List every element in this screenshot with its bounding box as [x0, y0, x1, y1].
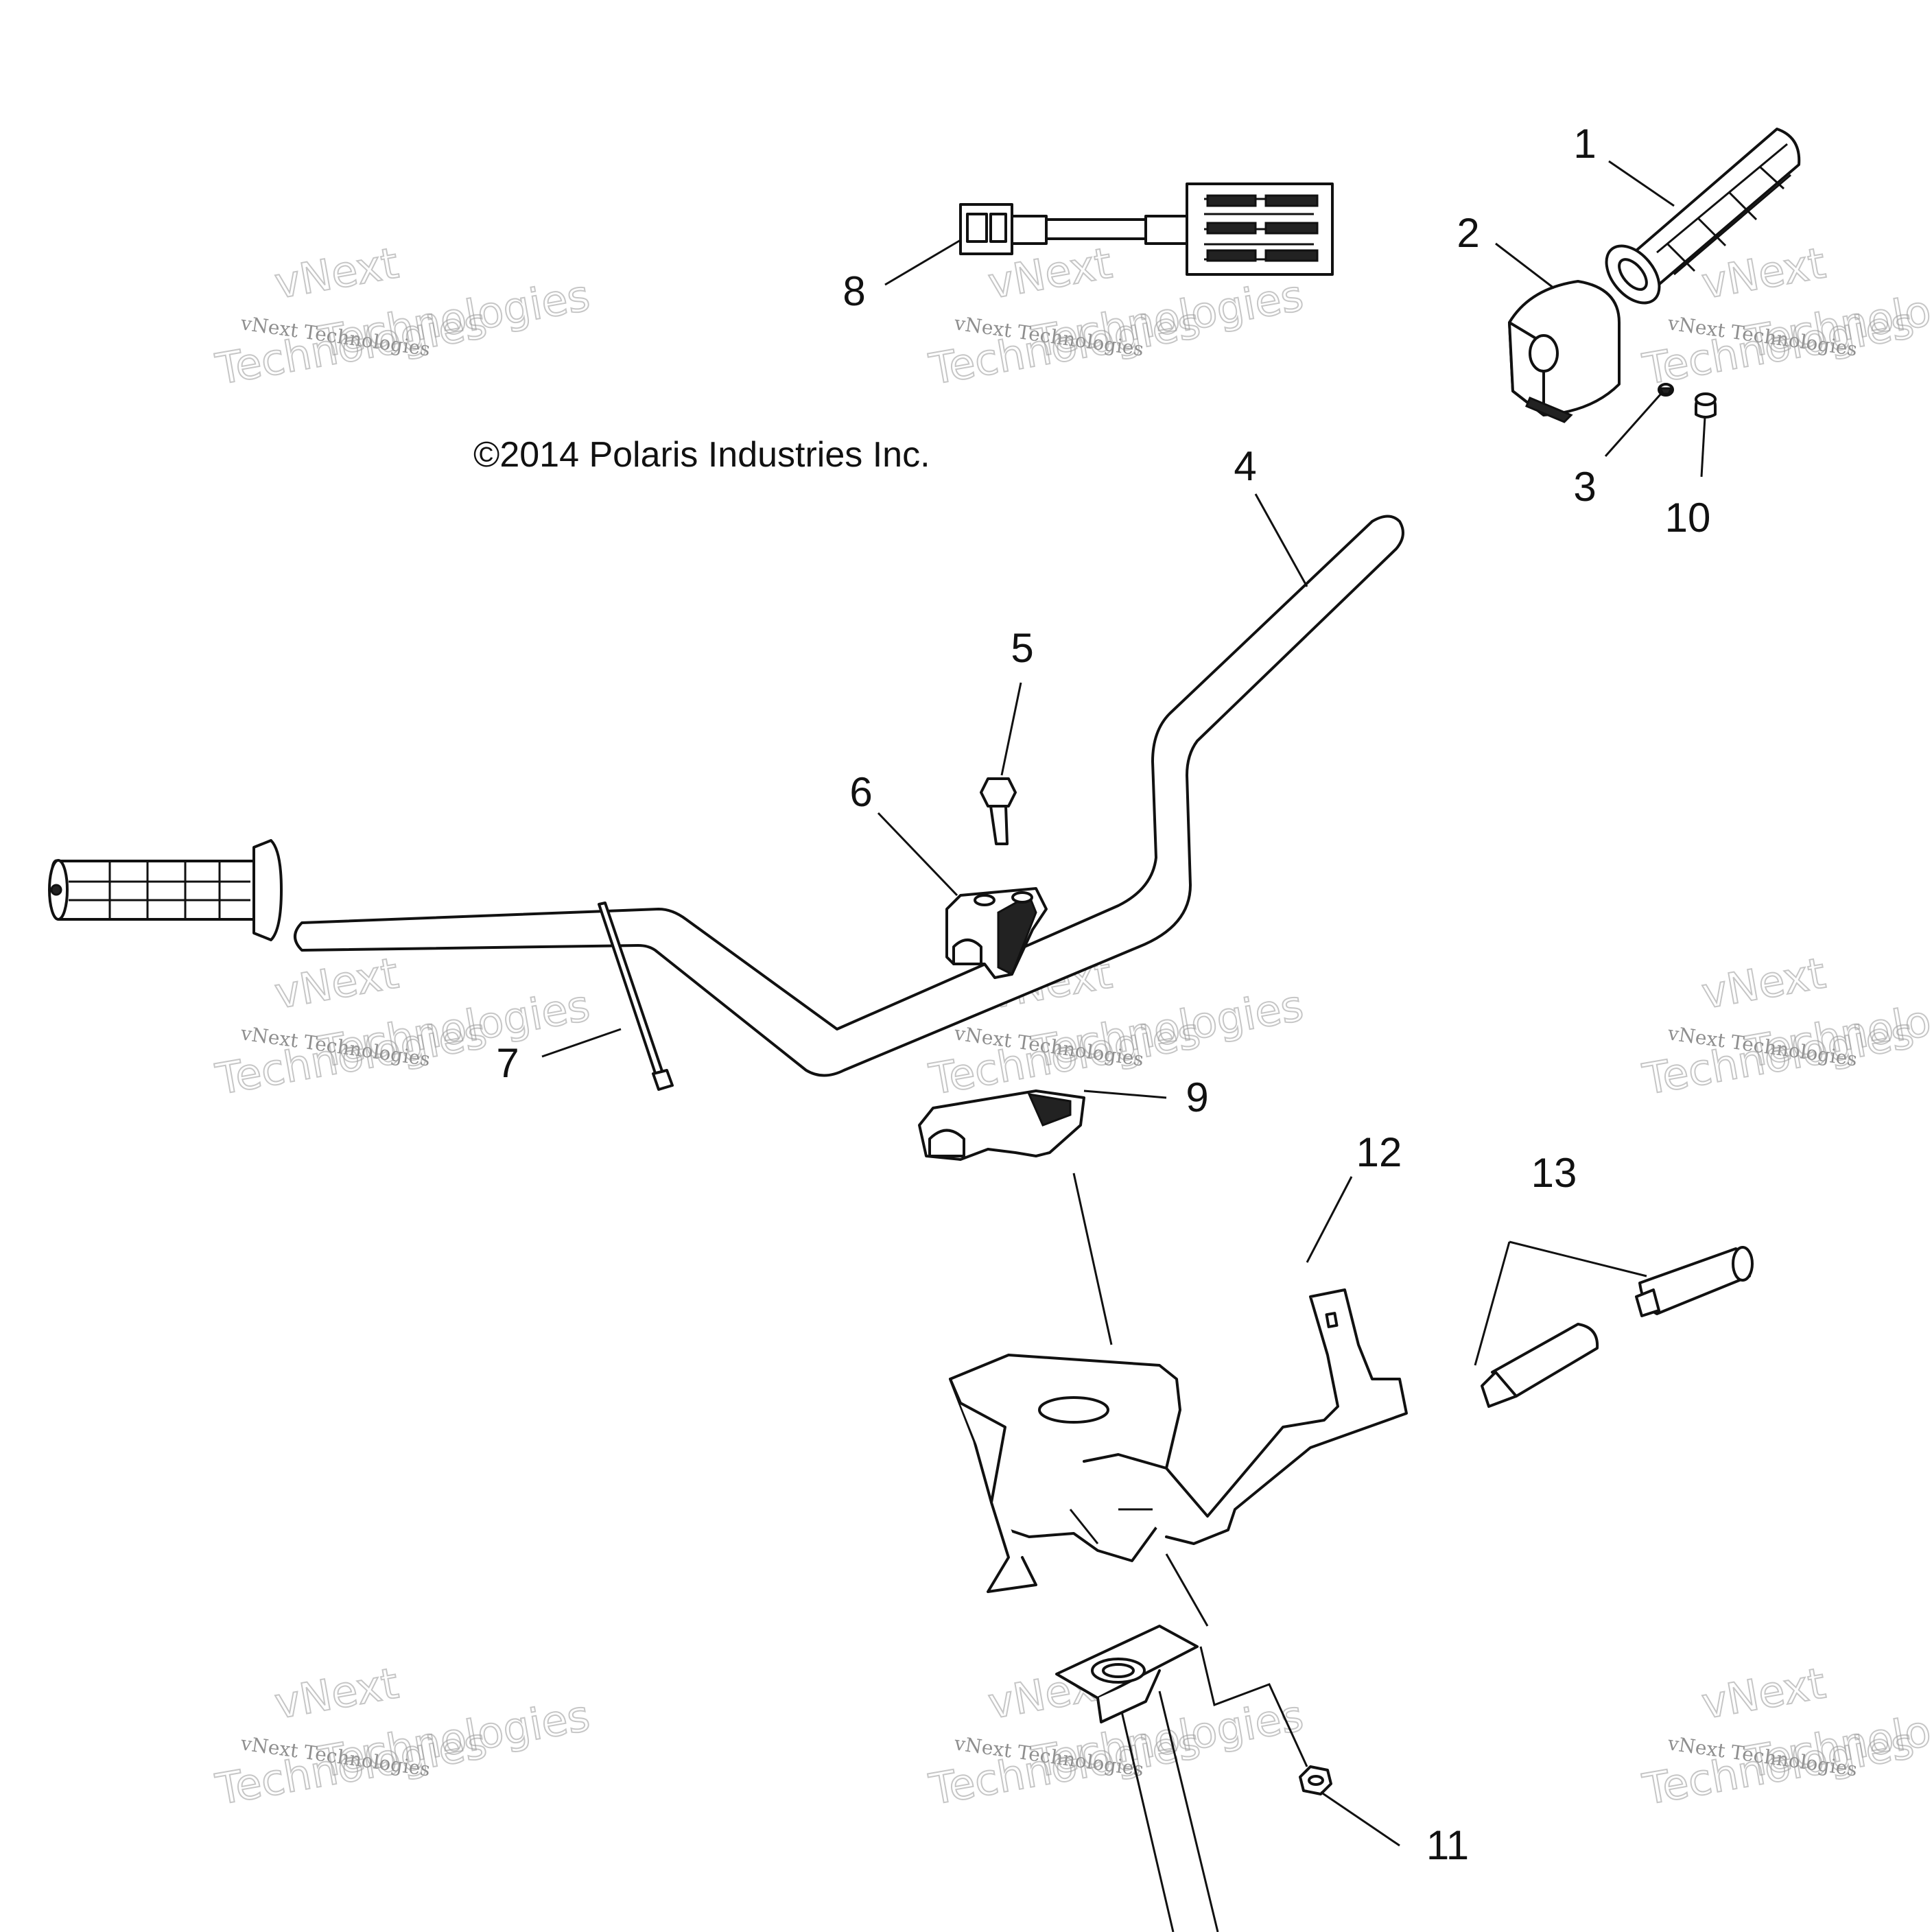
callout-1: 1: [1573, 121, 1596, 167]
callout-12: 12: [1356, 1129, 1402, 1175]
watermark-text: vNext: [271, 947, 402, 1018]
bolt: [980, 777, 1017, 845]
callout-10: 10: [1665, 495, 1711, 541]
grip-left: [48, 839, 283, 941]
callout-7: 7: [496, 1040, 519, 1086]
cable-tie: [598, 902, 674, 1091]
mounting-bracket: [949, 1288, 1408, 1593]
watermark-text: vNext: [1698, 947, 1829, 1018]
plug-small: [1695, 392, 1717, 419]
watermark-text: vNext: [271, 237, 402, 308]
callout-4: 4: [1234, 443, 1256, 489]
switch-housing-b: [1635, 1246, 1754, 1317]
callout-6: 6: [849, 769, 872, 815]
watermark-text: vNext: [1698, 237, 1829, 308]
hex-nut: [1299, 1765, 1332, 1795]
switch-housing-a: [1481, 1323, 1599, 1408]
heater-element: [959, 182, 1334, 276]
screw-small: [1658, 383, 1674, 397]
callout-2: 2: [1457, 210, 1479, 256]
watermark-text: vNext: [271, 1658, 402, 1728]
callout-11: 11: [1426, 1822, 1469, 1868]
handlebar: [294, 515, 1404, 1077]
callout-13: 13: [1531, 1150, 1577, 1196]
lower-clamp: [918, 1089, 1085, 1161]
steering-column: [1055, 1553, 1219, 1932]
leader-lines: [541, 160, 1706, 1847]
watermark-text: vNext: [1698, 1658, 1829, 1728]
callout-8: 8: [843, 268, 865, 314]
callout-9: 9: [1186, 1074, 1208, 1120]
copyright-text: ©2014 Polaris Industries Inc.: [473, 435, 930, 475]
callout-5: 5: [1011, 625, 1033, 671]
upper-clamp: [945, 887, 1048, 979]
grip-right: [1605, 128, 1801, 305]
callout-numbers: 1 2 3 4 5 6 7 8 9 10 11 12 13: [496, 121, 1710, 1868]
callout-3: 3: [1573, 464, 1596, 510]
throttle-housing: [1508, 280, 1621, 423]
